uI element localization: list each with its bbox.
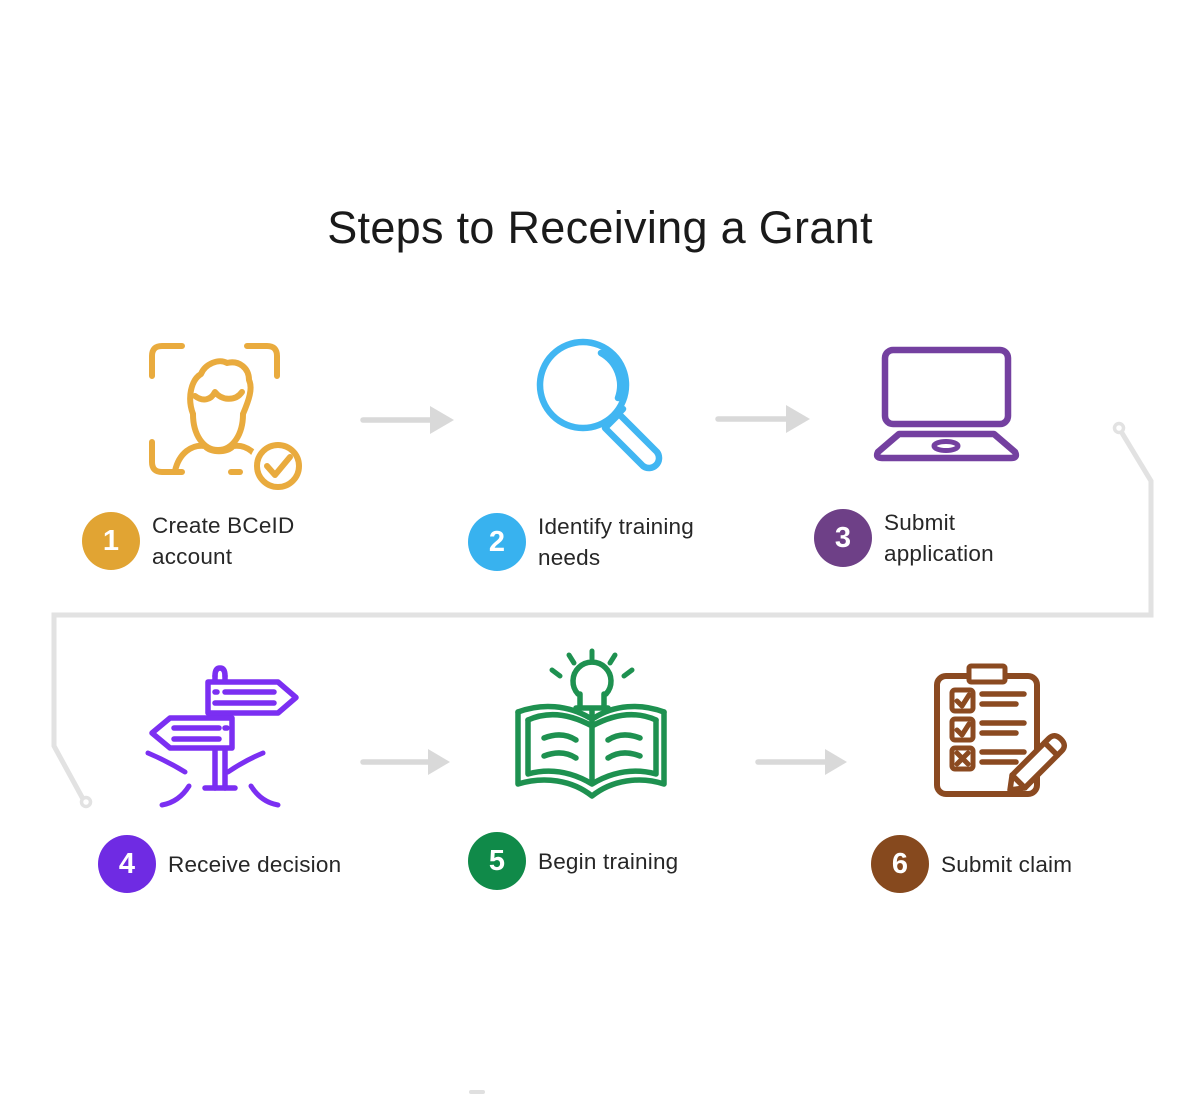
arrow-shafts <box>360 416 830 765</box>
step-caption-4: 4 Receive decision <box>98 835 341 893</box>
step-number-badge: 6 <box>871 835 929 893</box>
step-number-badge: 3 <box>814 509 872 567</box>
step-caption-5: 5 Begin training <box>468 832 678 890</box>
step-caption-6: 6 Submit claim <box>871 835 1072 893</box>
step-number-badge: 1 <box>82 512 140 570</box>
step-caption-2: 2 Identify training needs <box>468 511 694 573</box>
step-caption-1: 1 Create BCeID account <box>82 510 294 572</box>
laptop-icon <box>873 346 1020 462</box>
step-label: Begin training <box>538 848 679 874</box>
person-id-badge-icon <box>149 343 305 495</box>
clipboard-checklist-icon <box>934 663 1068 797</box>
step-label: Create BCeID account <box>152 513 295 569</box>
magnifier-icon <box>536 338 663 472</box>
watermark-fragment <box>469 1090 485 1094</box>
wrap-connector-line <box>51 421 1154 809</box>
step-label: Submit application <box>884 510 994 566</box>
page-title: Steps to Receiving a Grant <box>327 202 873 253</box>
open-book-icon <box>515 648 667 799</box>
arrow-heads <box>428 405 847 775</box>
step-caption-3: 3 Submit application <box>814 507 994 569</box>
step-number-badge: 4 <box>98 835 156 893</box>
signpost-icon <box>145 665 299 808</box>
step-label: Identify training needs <box>538 514 694 570</box>
step-label: Receive decision <box>168 851 342 877</box>
step-label: Submit claim <box>941 851 1073 877</box>
step-number-badge: 2 <box>468 513 526 571</box>
step-number-badge: 5 <box>468 832 526 890</box>
